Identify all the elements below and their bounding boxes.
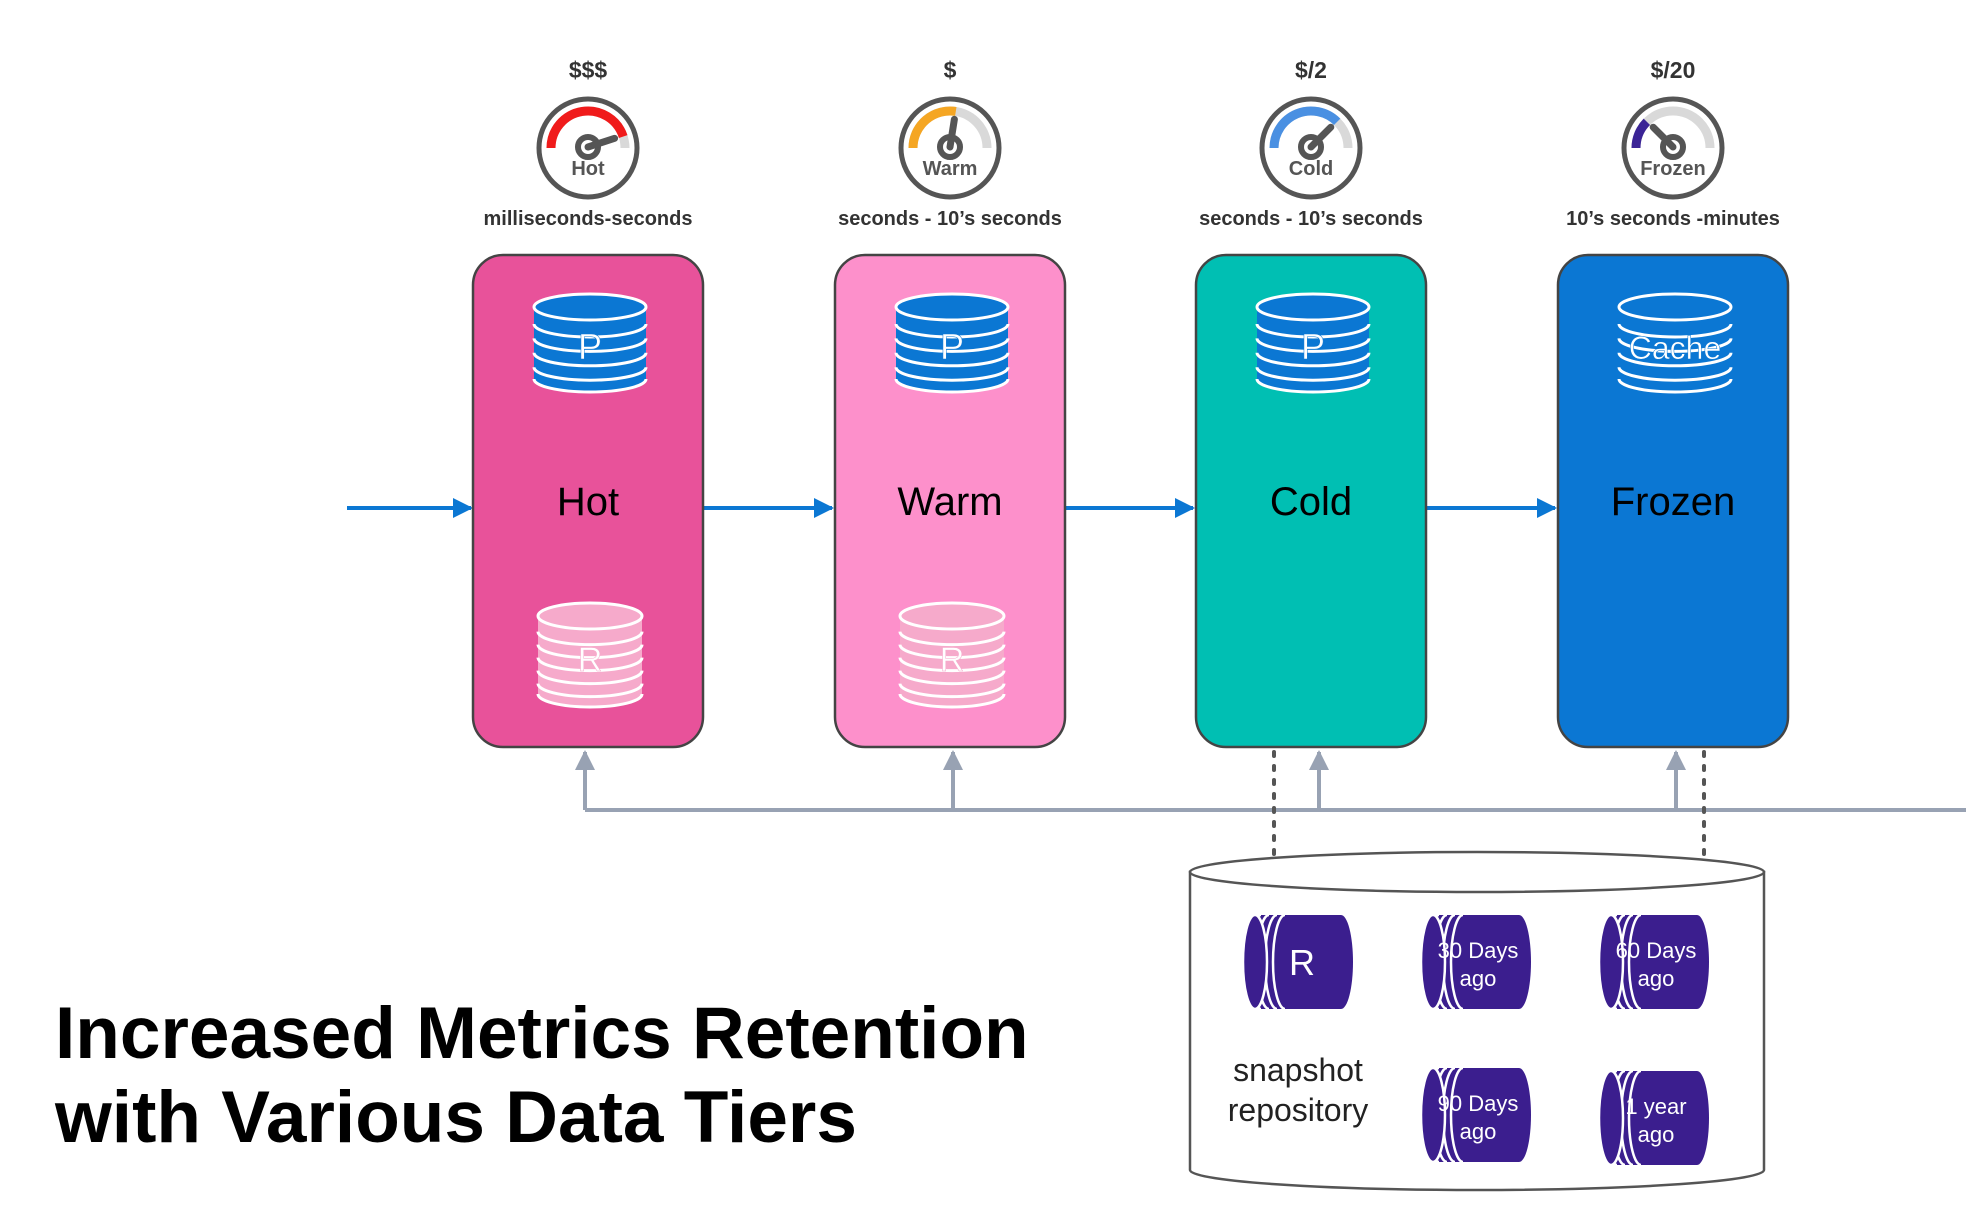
headline-line-1: Increased Metrics Retention	[55, 993, 1029, 1074]
gauge-label: Frozen	[1640, 158, 1706, 180]
cost-label: $/2	[1295, 57, 1327, 83]
primary-shard-disk-label: P	[1301, 326, 1325, 367]
speed-gauge-icon: Warm	[898, 96, 1002, 200]
snapshot-disk: 60 Days ago	[1597, 913, 1709, 1011]
snapshot-disk-label: 90 Days	[1438, 1091, 1519, 1116]
speed-gauge-icon: Hot	[536, 96, 640, 200]
snapshot-disk-label: 1 year	[1625, 1094, 1686, 1119]
headline-line-2: with Various Data Tiers	[55, 1077, 857, 1158]
snapshot-disk-label: ago	[1638, 966, 1675, 991]
speed-gauge-icon: Cold	[1259, 96, 1363, 200]
primary-shard-disk-label: Cache	[1629, 330, 1722, 366]
snapshot-disk: R	[1241, 913, 1353, 1011]
cost-label: $/20	[1651, 57, 1696, 83]
primary-shard-disk: P	[894, 292, 1010, 394]
replica-shard-disk: R	[536, 601, 644, 709]
diagram-headline: Increased Metrics Retention with Various…	[55, 992, 1155, 1160]
tier-name: Warm	[897, 480, 1002, 524]
snapshot-disk-label: ago	[1460, 966, 1497, 991]
tier-name: Frozen	[1611, 480, 1736, 524]
gauge-label: Hot	[571, 158, 605, 180]
replica-shard-disk-label: R	[940, 641, 965, 679]
snapshot-disk-label: ago	[1460, 1119, 1497, 1144]
latency-label: milliseconds-seconds	[484, 208, 693, 230]
snapshot-disk-label: R	[1289, 942, 1315, 983]
primary-shard-disk: P	[1255, 292, 1371, 394]
tier-name: Cold	[1270, 480, 1352, 524]
latency-label: 10’s seconds -minutes	[1566, 208, 1780, 230]
latency-label: seconds - 10’s seconds	[1199, 208, 1423, 230]
replica-shard-disk: R	[898, 601, 1006, 709]
primary-shard-disk: Cache	[1617, 292, 1733, 394]
replica-shard-disk-label: R	[578, 641, 603, 679]
tier-name: Hot	[557, 480, 619, 524]
primary-shard-disk-label: P	[940, 326, 964, 367]
latency-label: seconds - 10’s seconds	[838, 208, 1062, 230]
gauge-label: Warm	[923, 158, 978, 180]
snapshot-disk-label: 30 Days	[1438, 938, 1519, 963]
snapshot-disk-label: ago	[1638, 1122, 1675, 1147]
snapshot-disk: 30 Days ago	[1419, 913, 1531, 1011]
snapshot-label: repository	[1228, 1092, 1369, 1128]
snapshot-disk: 90 Days ago	[1419, 1066, 1531, 1164]
cost-label: $$$	[569, 57, 608, 83]
gauge-label: Cold	[1289, 158, 1333, 180]
primary-shard-disk-label: P	[578, 326, 602, 367]
snapshot-label: snapshot	[1233, 1052, 1363, 1088]
cost-label: $	[944, 57, 957, 83]
snapshot-disk: 1 year ago	[1597, 1069, 1709, 1167]
primary-shard-disk: P	[532, 292, 648, 394]
snapshot-disk-label: 60 Days	[1616, 938, 1697, 963]
speed-gauge-icon: Frozen	[1621, 96, 1725, 200]
